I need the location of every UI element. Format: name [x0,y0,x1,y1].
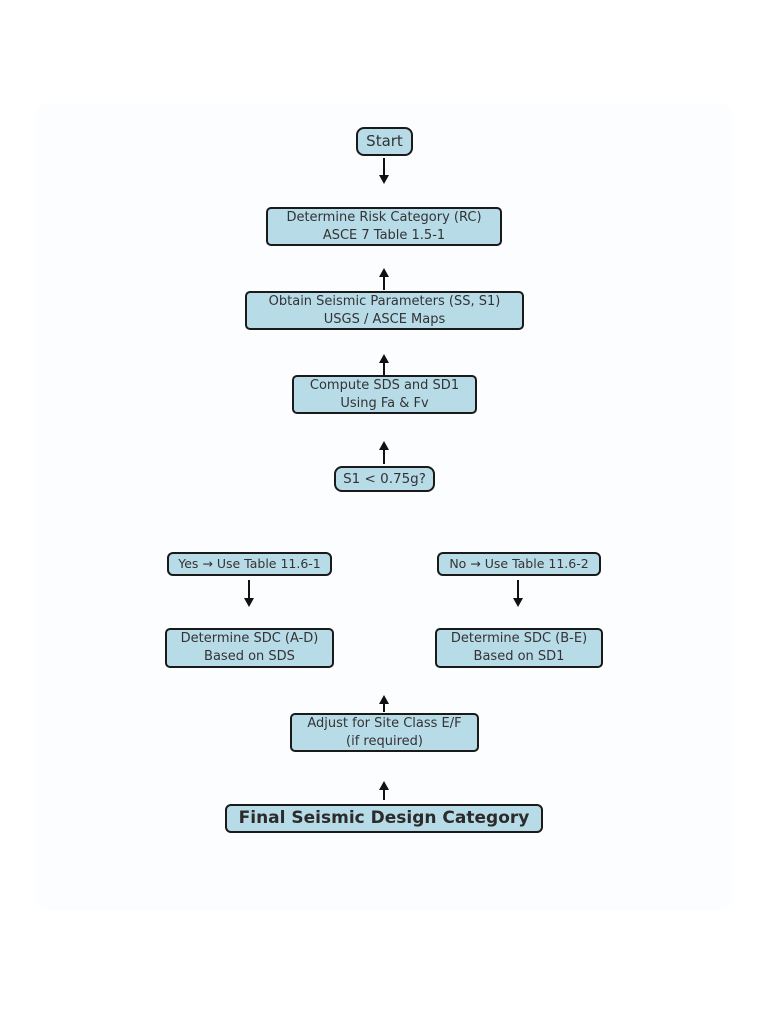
arrow-obtain-to-risk [378,268,390,290]
node-risk-category: Determine Risk Category (RC) ASCE 7 Tabl… [266,207,502,246]
node-sdc-ad-line2: Based on SDS [204,649,295,664]
node-risk-line1: Determine Risk Category (RC) [286,209,482,225]
node-adjust-line1: Adjust for Site Class E/F [307,715,462,731]
arrow-shaft [383,450,385,464]
node-sdc-b-e: Determine SDC (B-E) Based on SD1 [435,628,603,668]
node-adjust-line2: (if required) [346,733,423,749]
node-no-branch: No → Use Table 11.6-2 [437,552,601,576]
arrow-shaft [383,277,385,290]
node-sdc-be-line1: Determine SDC (B-E) [450,631,588,647]
arrow-decision-to-compute [378,441,390,464]
arrow-compute-to-obtain [378,354,390,375]
node-compute-line2: Using Fa & Fv [340,395,429,411]
arrow-shaft [383,790,385,800]
arrow-final-to-adjust [378,781,390,800]
node-obtain-line1: Obtain Seismic Parameters (SS, S1) [268,293,501,309]
node-sdc-ad-line1: Determine SDC (A-D) [180,631,319,647]
node-sdc-a-d: Determine SDC (A-D) Based on SDS [165,628,334,668]
node-final-category: Final Seismic Design Category [225,804,543,833]
arrow-up-icon [379,781,389,790]
arrow-up-icon [379,441,389,450]
arrow-start-to-risk [378,158,390,184]
node-s1-decision: S1 < 0.75g? [334,466,435,492]
node-yes-branch: Yes → Use Table 11.6-1 [167,552,332,576]
node-yes-label: Yes → Use Table 11.6-1 [178,555,321,571]
node-final-label: Final Seismic Design Category [238,808,530,829]
arrow-yes-to-sdc-ad [243,580,255,607]
arrow-shaft [383,704,385,712]
arrow-up-icon [379,695,389,704]
arrow-up-icon [379,268,389,277]
arrow-down-icon [379,175,389,184]
node-start: Start [356,127,413,156]
node-start-label: Start [366,132,403,151]
node-sdc-be-line2: Based on SD1 [473,649,565,664]
arrow-down-icon [513,598,523,607]
arrow-shaft [383,363,385,375]
arrow-up-icon [379,354,389,363]
arrow-shaft [383,158,385,175]
node-seismic-parameters: Obtain Seismic Parameters (SS, S1) USGS … [245,291,524,330]
node-compute-sds-sd1: Compute SDS and SD1 Using Fa & Fv [292,375,477,414]
arrow-shaft [517,580,519,598]
node-obtain-line2: USGS / ASCE Maps [323,311,446,327]
node-decision-label: S1 < 0.75g? [343,470,426,487]
node-compute-line1: Compute SDS and SD1 [309,377,460,393]
node-no-label: No → Use Table 11.6-2 [449,555,589,571]
arrow-down-icon [244,598,254,607]
node-site-class-adjust: Adjust for Site Class E/F (if required) [290,713,479,752]
arrow-no-to-sdc-be [512,580,524,607]
arrow-shaft [248,580,250,598]
arrow-adjust-to-sdc-row [378,695,390,712]
node-risk-line2: ASCE 7 Table 1.5-1 [322,227,446,243]
